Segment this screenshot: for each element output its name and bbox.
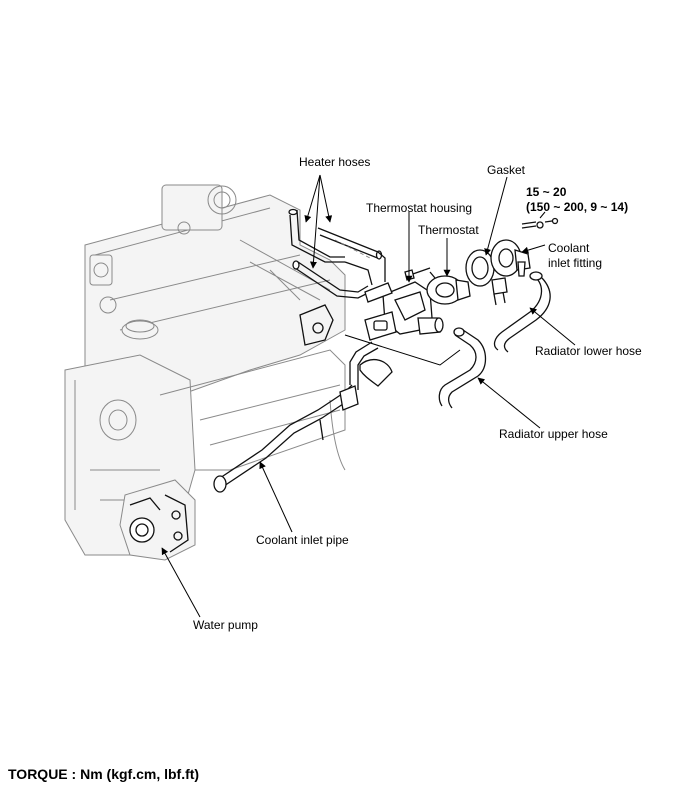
thermostat-housing-label: Thermostat housing — [366, 201, 473, 215]
coolant-inlet-fitting-drawing — [490, 217, 559, 277]
coolant-inlet-fitting-label-line2: inlet fitting — [548, 256, 603, 270]
radiator-upper-hose-label: Radiator upper hose — [499, 427, 608, 441]
coolant-inlet-pipe-label: Coolant inlet pipe — [256, 533, 349, 547]
radiator-lower-hose-label: Radiator lower hose — [535, 344, 642, 358]
radiator-upper-hose-drawing — [438, 327, 487, 409]
radiator-lower-hose-drawing — [493, 271, 551, 353]
coolant-inlet-pipe-drawing — [213, 341, 393, 493]
gasket-drawing — [465, 249, 495, 287]
torque-value-label: 15 ~ 20 — [526, 185, 567, 199]
heater-hoses-drawing — [288, 208, 386, 299]
leader-lines — [161, 174, 576, 618]
bleed-bolt-drawing — [491, 277, 508, 306]
thermostat-label: Thermostat — [418, 223, 479, 237]
torque-value-conversion-label: (150 ~ 200, 9 ~ 14) — [526, 200, 629, 214]
engine-block — [64, 184, 346, 561]
torque-units-footer: TORQUE : Nm (kgf.cm, lbf.ft) — [8, 766, 200, 782]
thermostat-housing-drawing — [344, 267, 461, 366]
thermostat-drawing — [426, 271, 471, 305]
coolant-inlet-fitting-label-line1: Coolant — [548, 241, 590, 255]
water-pump-label: Water pump — [193, 618, 258, 632]
heater-hoses-label: Heater hoses — [299, 155, 371, 169]
gasket-label: Gasket — [487, 163, 526, 177]
